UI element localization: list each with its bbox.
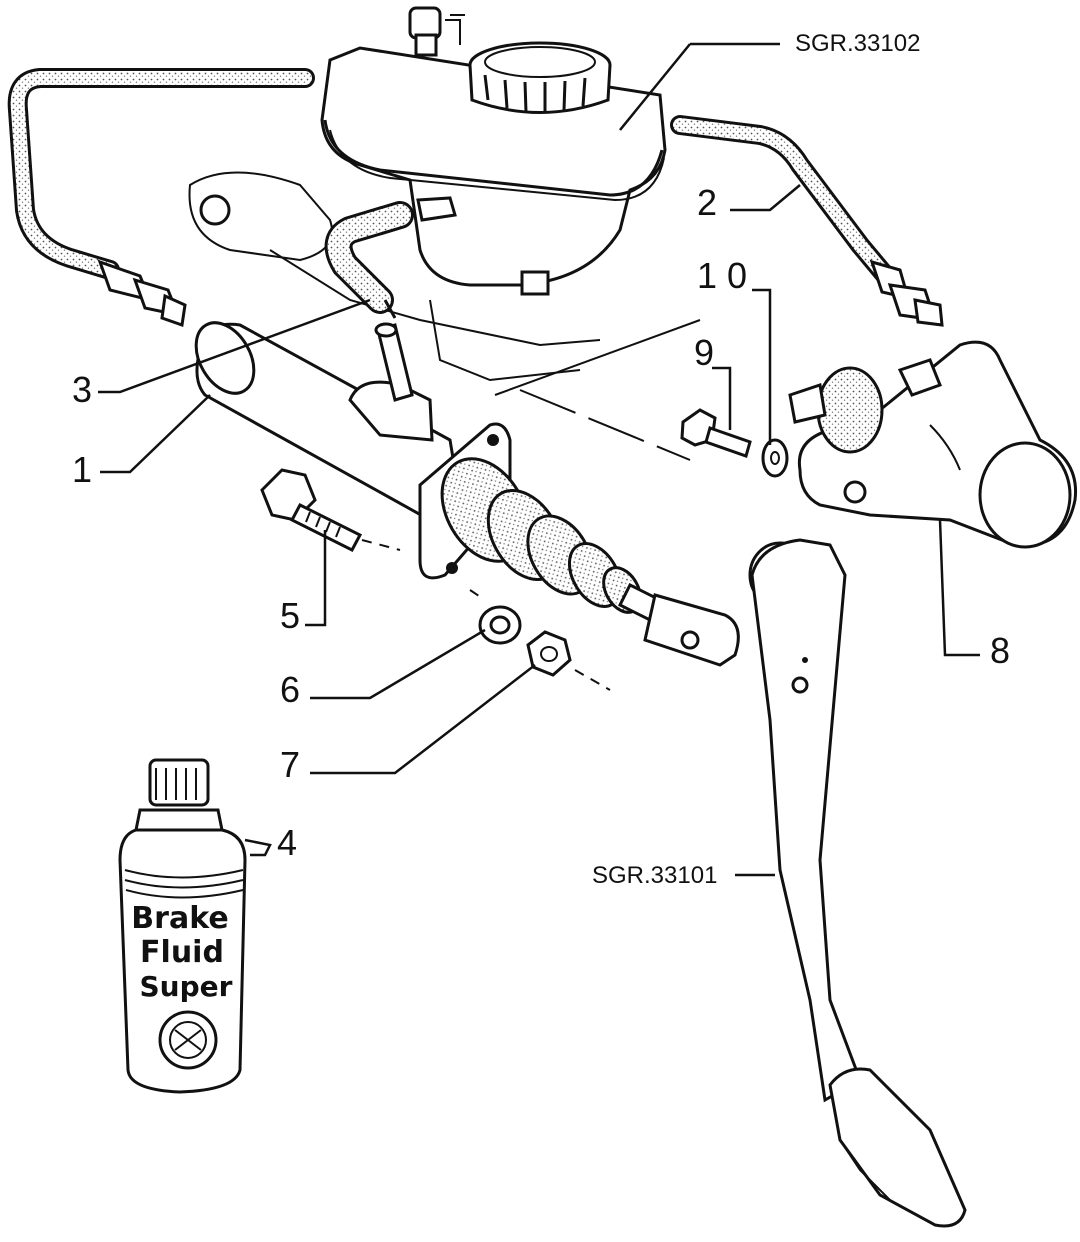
callout-8: 8 [990, 630, 1011, 671]
callout-5: 5 [280, 595, 301, 636]
leader-sgr-33102 [619, 42, 780, 131]
bottle-label-line3: Super [140, 970, 233, 1003]
leader-2 [730, 184, 801, 212]
callout-6: 6 [280, 669, 301, 710]
bolt-9 [680, 408, 752, 458]
washer-10 [761, 438, 789, 478]
right-fluid-hose [670, 115, 944, 327]
bolt-5 [260, 468, 401, 552]
callout-4: 4 [277, 822, 298, 863]
leader-7 [310, 664, 536, 775]
callout-3: 3 [72, 369, 93, 410]
bottle-label-line1: Brake [131, 901, 228, 936]
callout-10: 1 0 [697, 255, 748, 296]
fluid-reservoir [320, 6, 667, 296]
leader-5 [305, 530, 327, 627]
callout-1: 1 [72, 449, 93, 490]
leader-6 [310, 628, 486, 700]
leader-3 [98, 298, 371, 394]
leader-9 [712, 366, 732, 430]
slave-cylinder [788, 340, 1078, 549]
reference-code-top: SGR.33102 [795, 30, 921, 57]
callout-2: 2 [697, 182, 718, 223]
bulkhead-outline [188, 171, 701, 461]
master-cylinder [194, 321, 740, 667]
callout-7: 7 [280, 744, 301, 785]
bottle-label-line2: Fluid [140, 935, 224, 970]
leader-8 [938, 519, 980, 657]
feed-hose [324, 201, 414, 319]
reference-code-pedal: SGR.33101 [592, 862, 718, 889]
washer-6 [478, 605, 522, 645]
clutch-pedal [748, 538, 967, 1228]
leader-4 [244, 838, 272, 857]
callout-9: 9 [694, 332, 715, 373]
rubber-boot [440, 457, 642, 614]
leader-lines [98, 42, 980, 877]
leader-10 [752, 288, 772, 445]
left-fluid-hose [7, 68, 315, 328]
brake-fluid-bottle: Brake Fluid Super [118, 758, 247, 1094]
leader-1 [100, 394, 211, 474]
